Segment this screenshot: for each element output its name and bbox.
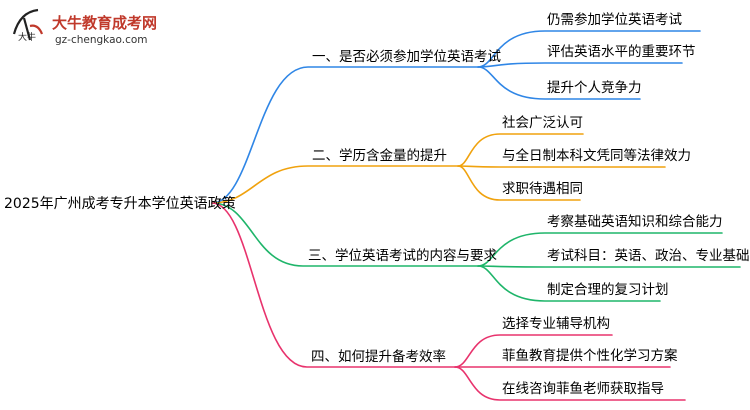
- leaf-4-3[interactable]: 在线咨询菲鱼老师获取指导: [502, 380, 664, 397]
- connector-root-branch-2: [211, 165, 459, 204]
- leaf-3-3[interactable]: 制定合理的复习计划: [547, 281, 669, 298]
- logo-brand-name: 大牛教育成考网: [52, 14, 157, 32]
- branch-3[interactable]: 三、学位英语考试的内容与要求: [308, 247, 497, 264]
- connector-branch-1-leaf-1: [477, 30, 701, 68]
- connector-branch-3-leaf-1: [477, 232, 723, 267]
- logo-mark-text: 大牛: [18, 31, 36, 43]
- connector-branch-1-leaf-3: [477, 66, 641, 100]
- branch-1[interactable]: 一、是否必须参加学位英语考试: [312, 48, 501, 65]
- connector-root-branch-4: [211, 202, 456, 368]
- branch-1-label: 一、是否必须参加学位英语考试: [312, 48, 501, 65]
- root-topic[interactable]: 2025年广州成考专升本学位英语政策: [4, 195, 236, 212]
- connector-branch-2-leaf-2: [457, 165, 666, 168]
- leaf-3-1[interactable]: 考察基础英语知识和综合能力: [547, 213, 723, 230]
- connector-root-branch-1: [211, 66, 479, 204]
- branch-2[interactable]: 二、学历含金量的提升: [312, 148, 447, 164]
- logo-url: gz-chengkao.com: [55, 34, 148, 46]
- leaf-1-2[interactable]: 评估英语水平的重要环节: [547, 43, 696, 60]
- leaf-2-2[interactable]: 与全日制本科文凭同等法律效力: [502, 147, 691, 164]
- connectors: [211, 30, 741, 401]
- branch-3-label: 三、学位英语考试的内容与要求: [308, 247, 497, 264]
- connector-branch-4-leaf-1: [454, 334, 613, 368]
- logo-mark-icon: 大牛: [12, 8, 44, 43]
- connector-branch-1-leaf-2: [477, 62, 683, 68]
- leaf-3-2[interactable]: 考试科目：英语、政治、专业基础课: [547, 247, 750, 264]
- leaf-4-1[interactable]: 选择专业辅导机构: [502, 316, 610, 332]
- connector-branch-3-leaf-3: [477, 265, 661, 302]
- leaf-1-1[interactable]: 仍需参加学位英语考试: [547, 11, 682, 28]
- leaf-2-3[interactable]: 求职待遇相同: [502, 181, 583, 197]
- connector-branch-4-leaf-3: [454, 366, 686, 401]
- leaf-4-2[interactable]: 菲鱼教育提供个性化学习方案: [502, 347, 678, 364]
- leaf-1-3[interactable]: 提升个人竞争力: [547, 79, 642, 96]
- branch-4[interactable]: 四、如何提升备考效率: [311, 348, 446, 365]
- connector-branch-2-leaf-1: [457, 133, 584, 167]
- branch-4-label: 四、如何提升备考效率: [311, 348, 446, 365]
- connector-root-branch-3: [211, 202, 479, 267]
- connector-branch-3-leaf-2: [477, 265, 741, 268]
- leaf-2-1[interactable]: 社会广泛认可: [502, 115, 583, 131]
- connector-branch-2-leaf-3: [457, 165, 581, 201]
- site-logo[interactable]: 大牛 大牛教育成考网 gz-chengkao.com: [12, 8, 157, 46]
- branch-2-label: 二、学历含金量的提升: [312, 148, 447, 164]
